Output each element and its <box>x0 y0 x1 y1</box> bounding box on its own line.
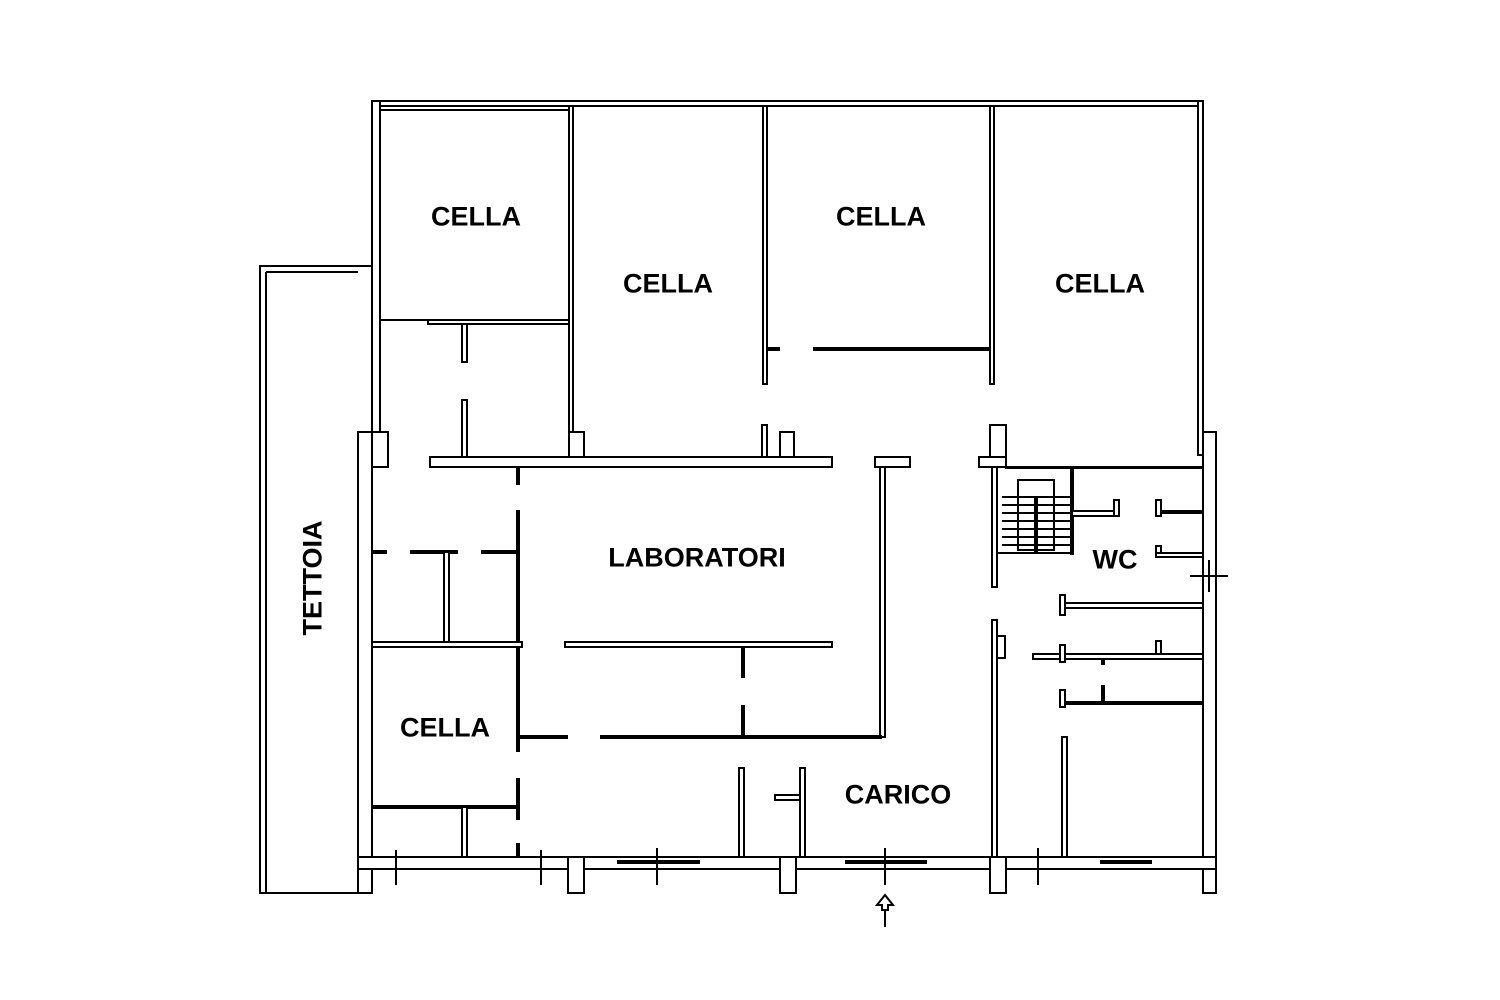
room-label-cella-2: CELLA <box>623 268 713 299</box>
wc-walls <box>991 466 1228 858</box>
staircase-icon <box>997 496 1072 554</box>
room-label-tettoia: TETTOIA <box>297 520 328 636</box>
room-label-laboratori: LABORATORI <box>608 542 786 573</box>
room-label-carico: CARICO <box>844 779 952 810</box>
corridor-walls <box>429 456 1204 738</box>
lab-partitions <box>371 467 882 858</box>
room-label-wc: WC <box>1092 544 1138 575</box>
room-label-cella-5: CELLA <box>400 712 490 743</box>
room-label-cella-3: CELLA <box>836 201 926 232</box>
outer-walls <box>357 100 1217 894</box>
entrance-arrow-icon <box>874 893 896 927</box>
room-label-cella-1: CELLA <box>431 201 521 232</box>
room-label-cella-4: CELLA <box>1055 268 1145 299</box>
windows <box>395 848 1152 885</box>
